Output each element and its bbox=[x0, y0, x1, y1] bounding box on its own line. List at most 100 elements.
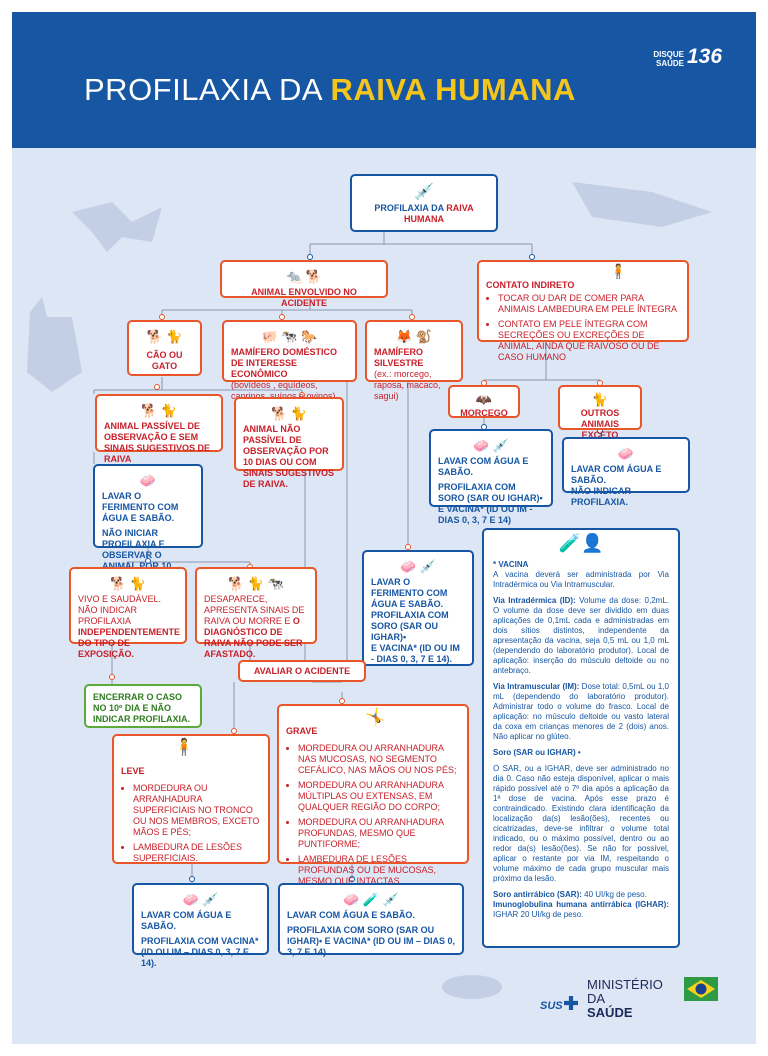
dog-cat-icon: 🐕 🐈 bbox=[110, 575, 146, 591]
id-text: Volume da dose: 0,2mL. O volume da dose … bbox=[493, 596, 669, 675]
livestock-icon: 🐖 🐄 🐎 bbox=[261, 328, 318, 344]
soro-text: O SAR, ou a IGHAR, deve ser administrado… bbox=[493, 764, 669, 883]
wild-animals-icon: 🦊 🐒 bbox=[396, 328, 432, 344]
morcego-node: 🦇 MORCEGO bbox=[448, 385, 520, 418]
sar-title: Soro antirrábico (SAR): bbox=[493, 890, 582, 899]
grave-item: Mordedura ou arranhadura nas mucosas, no… bbox=[298, 743, 460, 776]
dog-cat-icon: 🐕 🐈 bbox=[141, 402, 177, 418]
lavar-observar-node: 🧼 LAVAR O FERIMENTO COM ÁGUA E SABÃO. NÃ… bbox=[93, 464, 203, 582]
ministerio-line2: SAÚDE bbox=[587, 1005, 633, 1020]
im-text: Dose total: 0,5mL ou 1,0 mL (dependendo … bbox=[493, 682, 669, 741]
grave-item: Mordedura ou arranhadura múltiplas ou ex… bbox=[298, 780, 460, 813]
ighar-title: Imunoglobulina humana antirrábica (IGHAR… bbox=[493, 900, 669, 909]
leve-item: Mordedura ou arranhadura superficiais no… bbox=[133, 783, 261, 838]
dog-cat-icon: 🐕 🐈 bbox=[146, 328, 183, 344]
ministerio-line1: MINISTÉRIO DA bbox=[587, 977, 663, 1006]
leve-item: Lambedura de lesões superficiais. bbox=[133, 842, 261, 864]
vivo-line2: INDEPENDENTEMENTE DO TIPO DE EXPOSIÇÃO. bbox=[78, 627, 181, 659]
connector-dot bbox=[409, 314, 415, 320]
connector-dot bbox=[159, 314, 165, 320]
desaparece-line2: O DIAGNÓSTICO DE RAIVA NÃO PODE SER AFAS… bbox=[204, 616, 303, 659]
grave-node: 🤸 GRAVE Mordedura ou arranhadura nas muc… bbox=[277, 704, 469, 886]
connector-dot bbox=[307, 254, 313, 260]
connector-dot bbox=[339, 698, 345, 704]
animal-title: ANIMAL ENVOLVIDO NO ACIDENTE bbox=[251, 287, 357, 308]
contato-item: TOCAR OU DAR DE COMER PARA ANIMAIS LAMBE… bbox=[498, 293, 680, 315]
silvestre-action-line2: PROFILAXIA COM SORO (SAR OU IGHAR)• bbox=[371, 610, 449, 642]
grave-action-line2: PROFILAXIA COM SORO (SAR OU IGHAR)• E VA… bbox=[287, 925, 455, 957]
wash-icon: 🧼 bbox=[617, 445, 635, 461]
bird-silhouette-icon bbox=[572, 182, 712, 227]
title-part1: PROFILAXIA DA bbox=[84, 72, 331, 107]
root-label-part1: PROFILAXIA DA bbox=[374, 203, 447, 213]
cat-icon: 🐈 bbox=[591, 391, 609, 407]
outros-action-line2: NÃO INDICAR PROFILAXIA. bbox=[571, 486, 631, 507]
wash-syringe-icon: 🧼 💉 bbox=[400, 558, 436, 574]
ministerio-logo: MINISTÉRIO DA SAÚDE bbox=[587, 978, 677, 1020]
connector-dot bbox=[349, 876, 355, 882]
grave-item: Mordedura ou arranhadura profundas, mesm… bbox=[298, 817, 460, 850]
animals-icon: 🐕 🐈 🐄 bbox=[228, 575, 284, 591]
connector-dot bbox=[109, 674, 115, 680]
background-silhouettes bbox=[27, 182, 712, 999]
grave-action: 🧼 🧪 💉 LAVAR COM ÁGUA E SABÃO. PROFILAXIA… bbox=[278, 883, 464, 957]
animals-icon: 🐀 🐕 bbox=[286, 268, 322, 284]
cao-node: 🐕 🐈 CÃO OU GATO bbox=[127, 320, 202, 376]
connector-dot bbox=[189, 876, 195, 882]
domestico-node: 🐖 🐄 🐎 MAMÍFERO DOMÉSTICO DE INTERESSE EC… bbox=[222, 320, 357, 401]
morcego-action-line1: LAVAR COM ÁGUA E SABÃO. bbox=[438, 456, 529, 477]
ighar-text: IGHAR 20 UI/kg de peso. bbox=[493, 910, 584, 919]
vivo-line1: VIVO E SAUDÁVEL. NÃO INDICAR PROFILAXIA bbox=[78, 594, 162, 626]
cat-silhouette-icon bbox=[27, 297, 82, 392]
silvestre-node: 🦊 🐒 MAMÍFERO SILVESTRE (ex.: morcego, ra… bbox=[365, 320, 463, 401]
morcego-action-line2: PROFILAXIA COM SORO (SAR OU IGHAR)• E VA… bbox=[438, 482, 543, 525]
root-node: 💉 PROFILAXIA DA RAIVA HUMANA bbox=[350, 174, 498, 232]
silvestre-title: MAMÍFERO SILVESTRE bbox=[374, 347, 424, 368]
domestico-title: MAMÍFERO DOMÉSTICO DE INTERESSE ECONÔMIC… bbox=[231, 347, 337, 379]
contato-title: CONTATO INDIRETO bbox=[486, 280, 575, 290]
person-dog-icon: 🧍 bbox=[609, 263, 627, 279]
passivel-node: 🐕 🐈 ANIMAL PASSÍVEL DE OBSERVAÇÃO E SEM … bbox=[95, 394, 223, 464]
leve-action-line1: LAVAR COM ÁGUA E SABÃO. bbox=[141, 910, 232, 931]
grave-action-line1: LAVAR COM ÁGUA E SABÃO. bbox=[287, 910, 415, 920]
avaliar-title: AVALIAR O ACIDENTE bbox=[253, 666, 351, 676]
vacina-text: A vacina deverá ser administrada por Via… bbox=[493, 570, 669, 589]
page-title: PROFILAXIA DA RAIVA HUMANA bbox=[84, 72, 576, 108]
encerrar-node: ENCERRAR O CASO NO 10º DIA E NÃO INDICAR… bbox=[84, 684, 202, 728]
sus-logo: SUS bbox=[540, 1000, 563, 1012]
leve-list: Mordedura ou arranhadura superficiais no… bbox=[121, 783, 261, 864]
silvestre-action-line1: LAVAR O FERIMENTO COM ÁGUA E SABÃO. bbox=[371, 577, 448, 609]
disque-line1: DISQUE bbox=[653, 50, 684, 59]
connector-dot bbox=[231, 728, 237, 734]
silvestre-detail: (ex.: morcego, raposa, macaco, sagui) bbox=[374, 369, 441, 401]
silvestre-action: 🧼 💉 LAVAR O FERIMENTO COM ÁGUA E SABÃO. … bbox=[362, 550, 474, 666]
connector-dot bbox=[279, 314, 285, 320]
brazil-flag-icon bbox=[684, 977, 718, 1001]
domestico-detail: (bovídeos , equídeos, caprinos, suínos e… bbox=[231, 380, 336, 401]
nao-passivel-text: ANIMAL NÃO PASSÍVEL DE OBSERVAÇÃO POR 10… bbox=[243, 424, 335, 489]
avaliar-node: AVALIAR O ACIDENTE bbox=[238, 660, 366, 682]
grave-list: Mordedura ou arranhadura nas mucosas, no… bbox=[286, 743, 460, 887]
cow-silhouette-icon bbox=[442, 975, 502, 999]
grave-item: Lambedura de lesões profundas ou de muco… bbox=[298, 854, 460, 887]
connector-dot bbox=[405, 544, 411, 550]
leve-title: LEVE bbox=[121, 766, 145, 776]
soro-title: Soro (SAR ou IGHAR) • bbox=[493, 748, 581, 757]
leve-node: 🧍 LEVE Mordedura ou arranhadura superfic… bbox=[112, 734, 270, 864]
vivo-node: 🐕 🐈 VIVO E SAUDÁVEL. NÃO INDICAR PROFILA… bbox=[69, 567, 187, 659]
leve-action: 🧼 💉 LAVAR COM ÁGUA E SABÃO. PROFILAXIA C… bbox=[132, 883, 269, 968]
bat-silhouette-icon bbox=[72, 202, 162, 252]
wash-icon: 🧼 bbox=[139, 472, 157, 488]
vaccine-doctor-icon: 🧪👤 bbox=[558, 533, 604, 553]
connector-dot bbox=[529, 254, 535, 260]
connector-dot bbox=[145, 558, 151, 564]
grave-title: GRAVE bbox=[286, 726, 318, 736]
connector-dot bbox=[154, 384, 160, 390]
outros-action: 🧼 LAVAR COM ÁGUA E SABÃO. NÃO INDICAR PR… bbox=[562, 437, 690, 507]
leve-action-line2: PROFILAXIA COM VACINA* (ID OU IM – DIAS … bbox=[141, 936, 259, 968]
nao-passivel-node: 🐕 🐈 ANIMAL NÃO PASSÍVEL DE OBSERVAÇÃO PO… bbox=[234, 397, 344, 489]
title-part2: RAIVA HUMANA bbox=[330, 72, 576, 107]
